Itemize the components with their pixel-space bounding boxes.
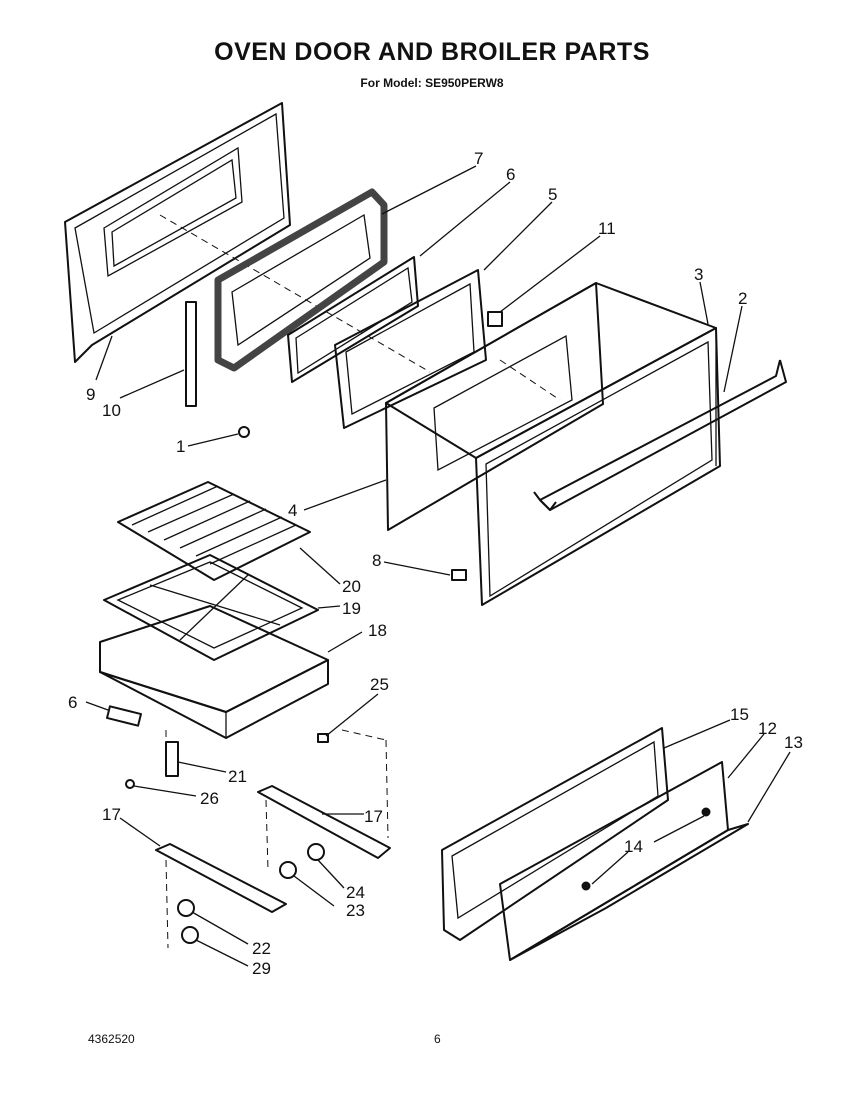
- leader-lines: [85, 165, 791, 967]
- roller-29: [181, 926, 199, 944]
- callout-10: 10: [102, 401, 121, 420]
- callout-14: 14: [624, 837, 643, 856]
- callout-8: 8: [372, 551, 381, 570]
- roller-22: [177, 899, 195, 917]
- inner-door-panel: [64, 102, 431, 373]
- callout-7: 7: [474, 149, 483, 168]
- door-side-strip: [185, 301, 197, 407]
- callout-1: 1: [176, 437, 185, 456]
- broiler-clip: [165, 741, 179, 777]
- glass-window-panel: [287, 256, 419, 383]
- callout-9: 9: [86, 385, 95, 404]
- callout-2: 2: [738, 289, 747, 308]
- callout-4: 4: [288, 501, 297, 520]
- callout-29: 29: [252, 959, 271, 978]
- door-screw: [238, 426, 250, 438]
- clip-screw: [125, 779, 135, 789]
- callout-24: 24: [346, 883, 365, 902]
- callout-22: 22: [252, 939, 271, 958]
- door-hinge-clip: [451, 569, 467, 581]
- callout-23: 23: [346, 901, 365, 920]
- callout-19: 19: [342, 599, 361, 618]
- callout-3: 3: [694, 265, 703, 284]
- slide-rail-left: [155, 843, 287, 913]
- broiler-grid: [117, 481, 311, 581]
- callout-6-lower: 6: [68, 693, 77, 712]
- callout-17-left: 17: [102, 805, 121, 824]
- broiler-door-assembly: [441, 727, 749, 961]
- callout-17-right: 17: [364, 807, 383, 826]
- window-clip: [487, 311, 503, 327]
- callout-18: 18: [368, 621, 387, 640]
- callout-5: 5: [548, 185, 557, 204]
- model-subtitle: For Model: SE950PERW8: [360, 76, 504, 90]
- roller-23: [279, 861, 297, 879]
- outer-door-assembly: [385, 282, 721, 606]
- callout-26: 26: [200, 789, 219, 808]
- callout-15: 15: [730, 705, 749, 724]
- burner-element: [106, 705, 142, 727]
- roller-24: [307, 843, 325, 861]
- drawer-stop: [317, 733, 329, 743]
- page-title: OVEN DOOR AND BROILER PARTS: [214, 38, 650, 66]
- page-number: 6: [434, 1032, 441, 1046]
- slide-rail-right: [257, 785, 391, 859]
- callout-12: 12: [758, 719, 777, 738]
- callout-11: 11: [598, 219, 616, 238]
- callout-21: 21: [228, 767, 247, 786]
- callout-13: 13: [784, 733, 803, 752]
- door-gasket: [214, 188, 388, 372]
- document-number: 4362520: [88, 1032, 135, 1046]
- broiler-drawer: [99, 605, 329, 739]
- callout-6-upper: 6: [506, 165, 515, 184]
- callout-labels: 7 6 5 11 3 2 9 10 1 4 8 20 19 18 25 6 21…: [68, 149, 803, 978]
- callout-25: 25: [370, 675, 389, 694]
- callout-20: 20: [342, 577, 361, 596]
- door-handle: [533, 359, 787, 511]
